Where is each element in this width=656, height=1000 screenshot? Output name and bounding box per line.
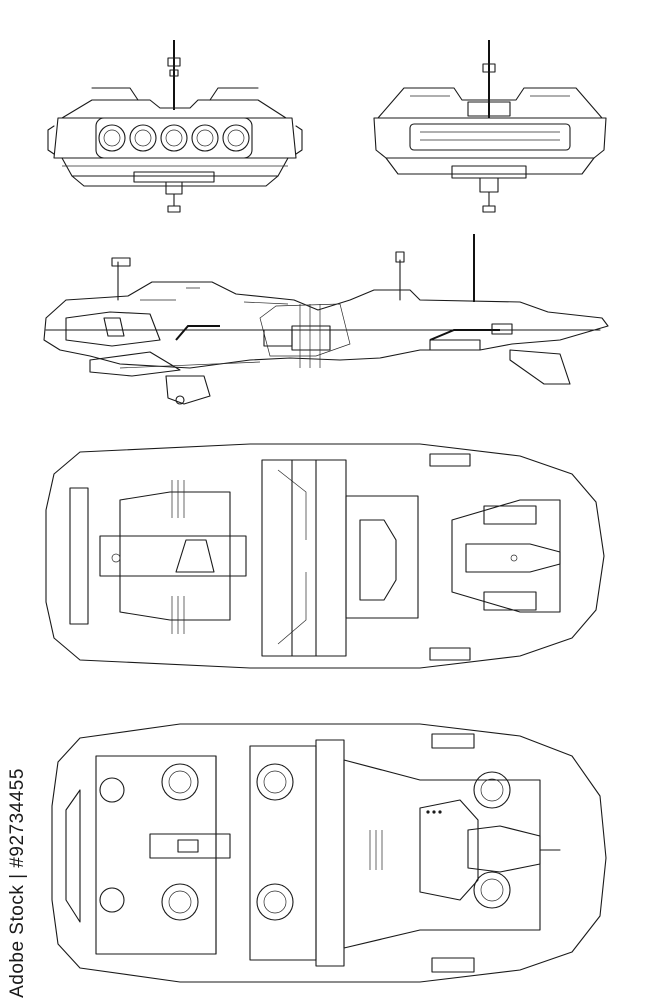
- front-engine-ports: [98, 124, 250, 152]
- stock-id-text: Adobe Stock | #92734455: [4, 767, 32, 998]
- rear-view: [373, 40, 607, 213]
- bottom-vents: [369, 830, 383, 870]
- front-view: [47, 40, 303, 213]
- side-view: [43, 234, 609, 405]
- top-view: [45, 443, 605, 669]
- bottom-engine-pods: [161, 763, 511, 921]
- side-mechanics: [175, 303, 513, 368]
- bottom-view: [51, 723, 607, 983]
- top-vents: [171, 480, 185, 634]
- stock-id-label: Adobe Stock | #92734455: [7, 767, 28, 998]
